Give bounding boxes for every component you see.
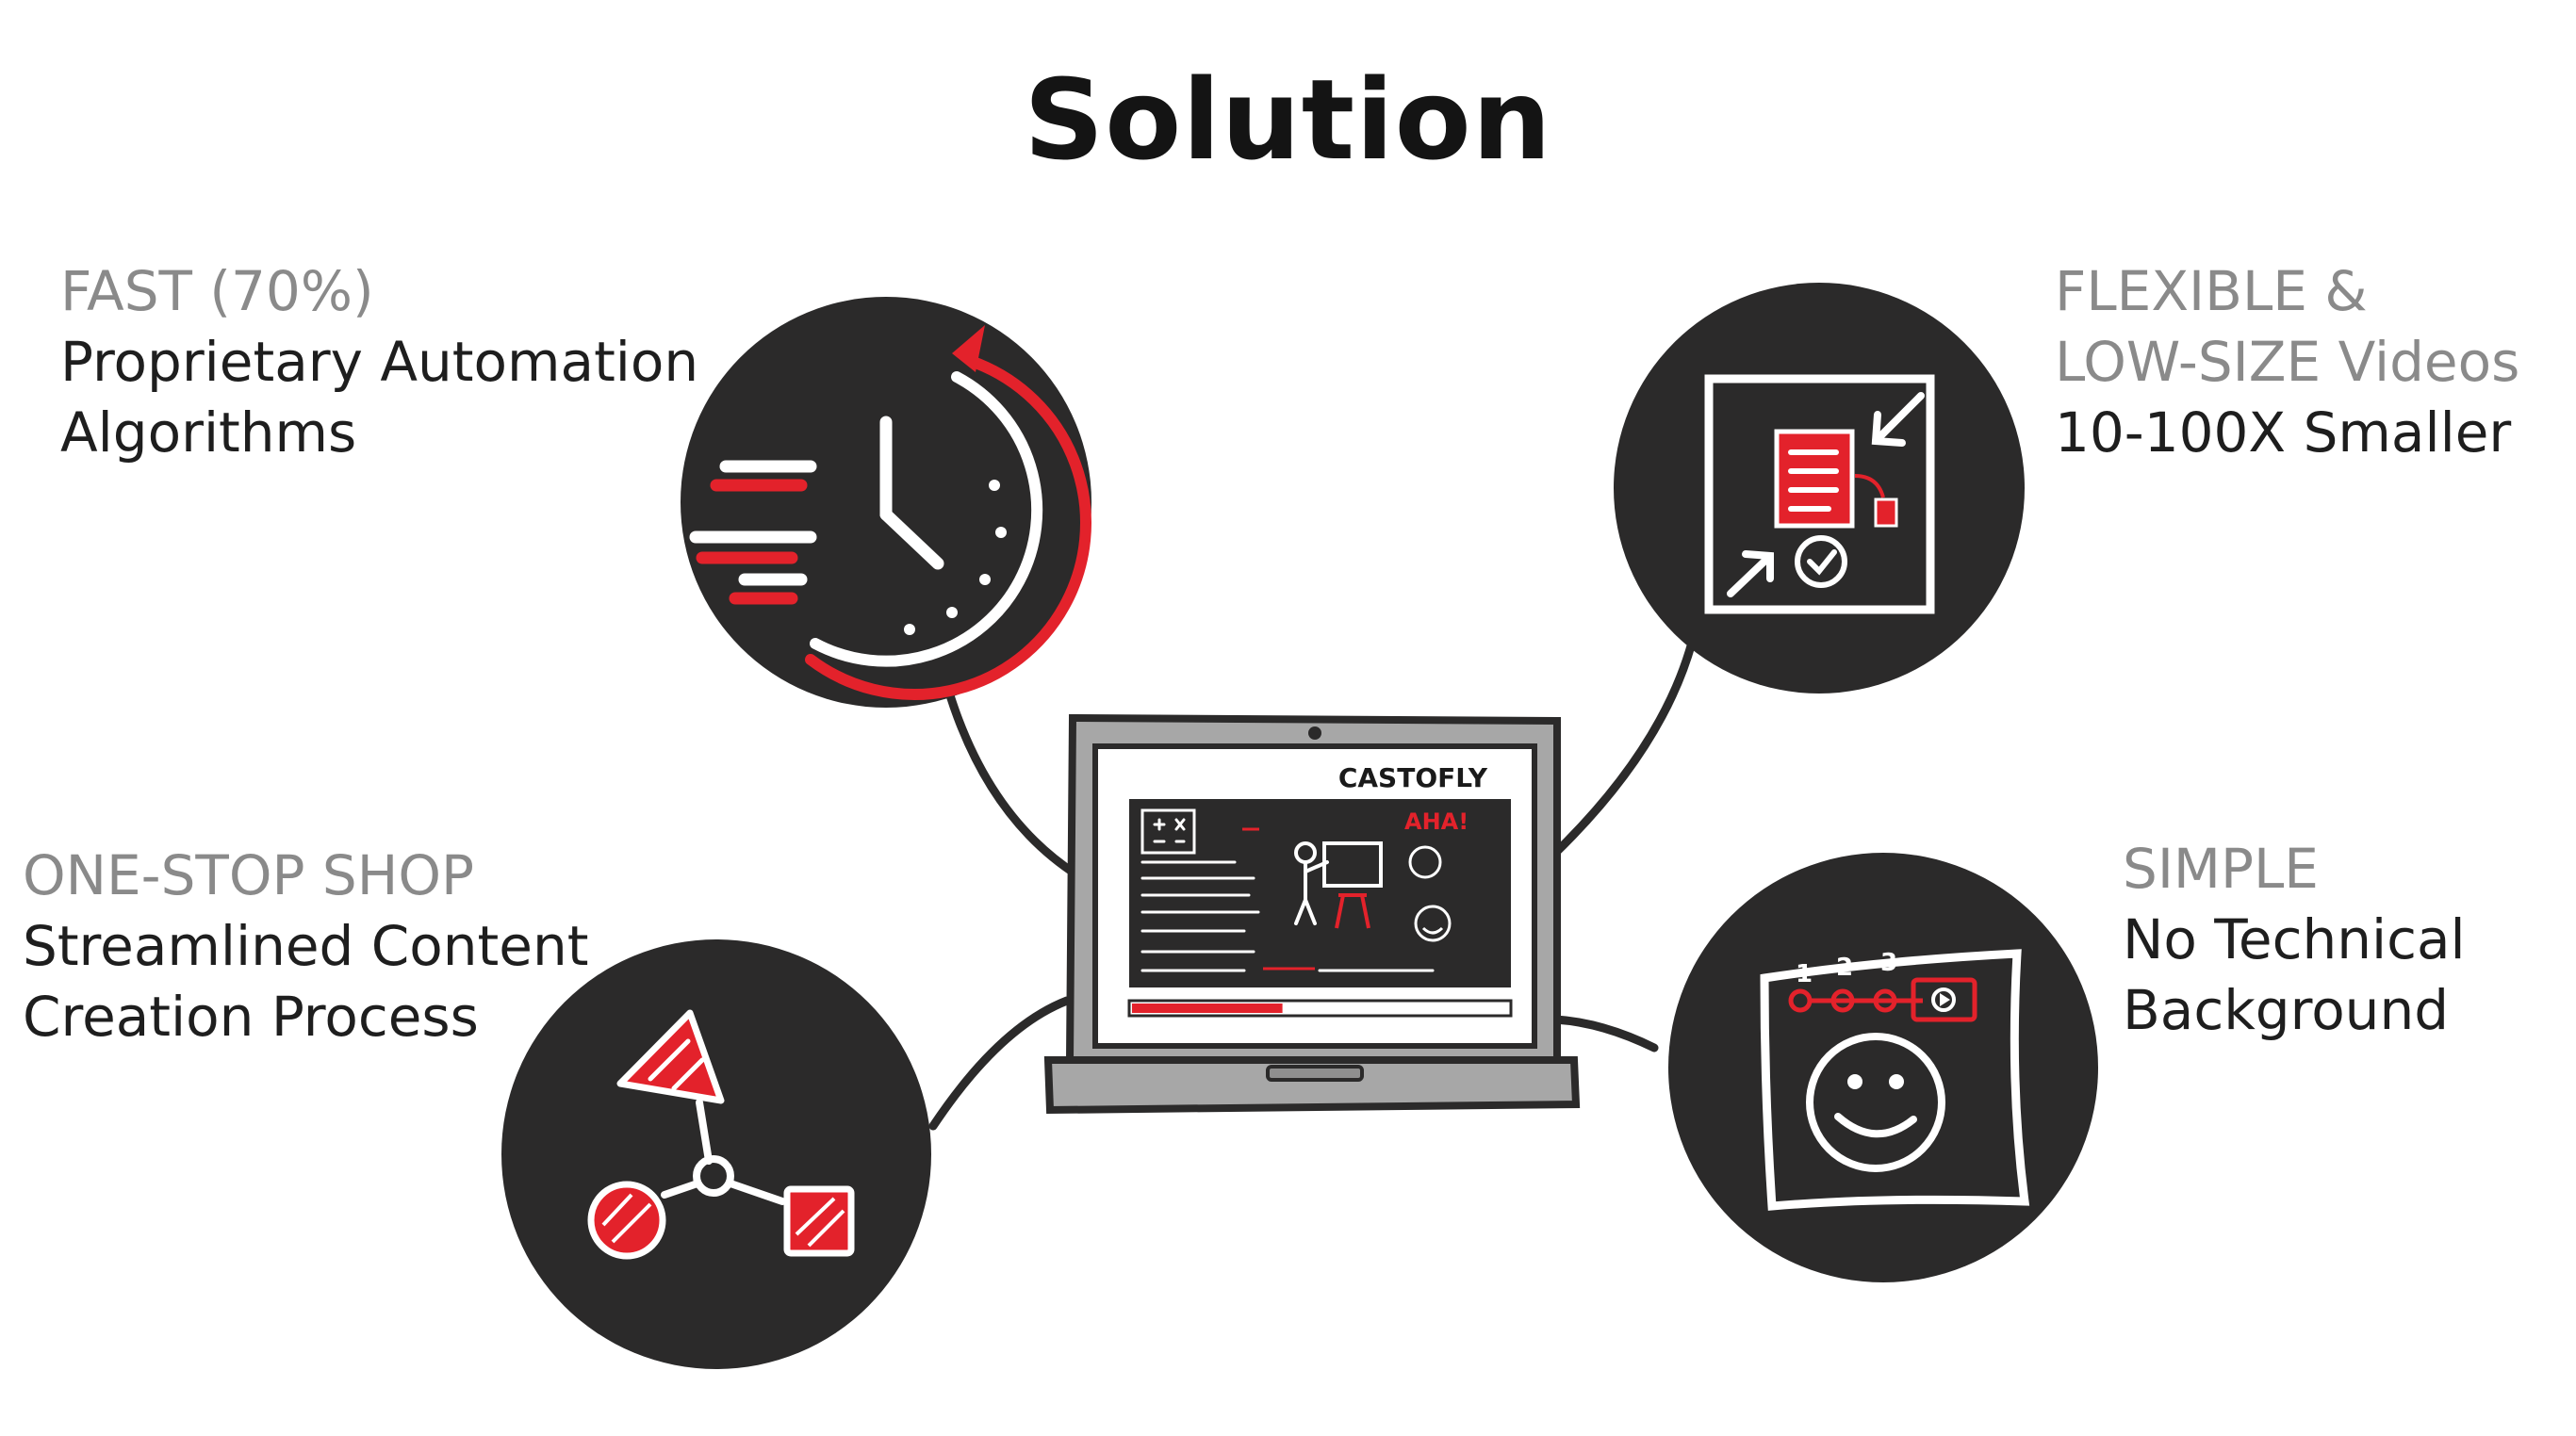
- feature-line: No Technical: [2123, 907, 2466, 971]
- feature-line: 10-100X Smaller: [2055, 400, 2512, 465]
- page-title: Solution: [1024, 55, 1552, 185]
- feature-heading: SIMPLE: [2123, 837, 2319, 901]
- connector-simple: [1551, 1015, 1659, 1053]
- step-label: 2: [1836, 954, 1853, 982]
- compress-document-icon: [1614, 283, 2025, 694]
- feature-simple: SIMPLE No Technical Background: [2123, 834, 2466, 1046]
- feature-heading: LOW-SIZE Videos: [2055, 330, 2520, 394]
- step-label: 3: [1880, 949, 1897, 977]
- feature-line: Creation Process: [23, 985, 479, 1049]
- shapes-network-icon: [501, 939, 931, 1369]
- feature-heading: FAST (70%): [60, 259, 374, 323]
- aha-bubble: AHA!: [1404, 808, 1468, 835]
- feature-heading: FLEXIBLE &: [2055, 259, 2368, 323]
- feature-line: Streamlined Content: [23, 914, 589, 978]
- connector-flex: [1541, 638, 1697, 867]
- feature-line: Background: [2123, 978, 2450, 1042]
- feature-flexible: FLEXIBLE & LOW-SIZE Videos 10-100X Small…: [2055, 256, 2519, 468]
- stopwatch-icon: [681, 297, 1091, 708]
- connector-lines: [928, 638, 1697, 1131]
- feature-line: Algorithms: [60, 400, 357, 465]
- feature-heading: ONE-STOP SHOP: [23, 843, 474, 907]
- laptop-icon: CASTOFLY AHA!: [1043, 713, 1581, 1115]
- connector-onestop: [928, 996, 1072, 1131]
- progress-fill: [1132, 1004, 1283, 1013]
- connector-fast: [945, 691, 1084, 881]
- feature-line: Proprietary Automation: [60, 330, 699, 394]
- feature-one-stop-shop: ONE-STOP SHOP Streamlined Content Creati…: [23, 840, 588, 1053]
- brand-logo: CASTOFLY: [1338, 762, 1488, 793]
- feature-fast: FAST (70%) Proprietary Automation Algori…: [60, 256, 698, 468]
- step-label: 1: [1796, 960, 1813, 988]
- smiley-window-icon: 1 2 3: [1668, 853, 2098, 1282]
